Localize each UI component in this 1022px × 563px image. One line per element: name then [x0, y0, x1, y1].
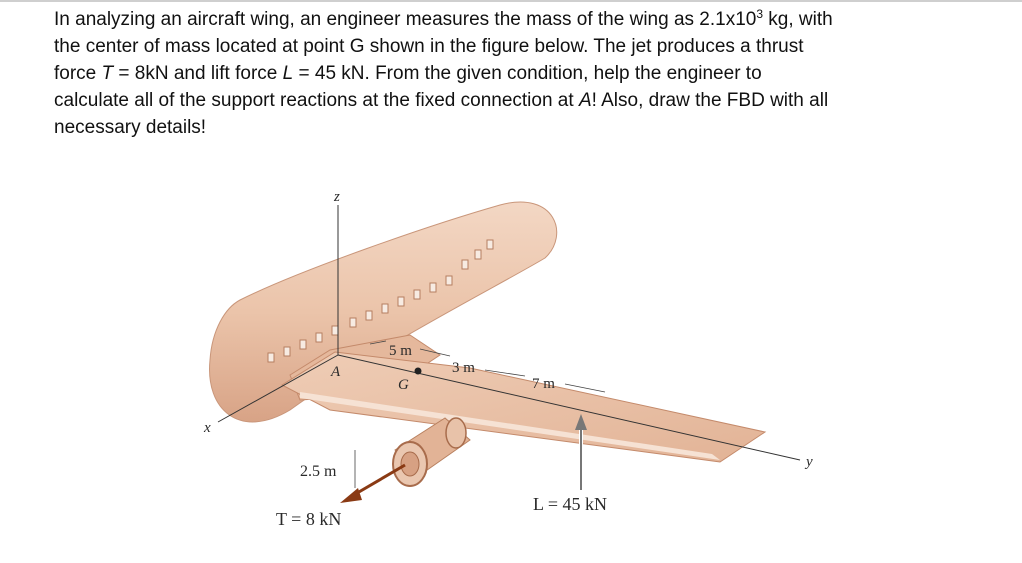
- problem-line-5: necessary details!: [54, 117, 207, 138]
- problem-statement: In analyzing an aircraft wing, an engine…: [54, 6, 984, 141]
- dimension-lines: [354, 340, 606, 488]
- problem-text-segment: In analyzing an aircraft wing, an engine…: [54, 9, 757, 30]
- lift-label: L = 45 kN: [533, 494, 607, 514]
- dimension-5m: 5 m: [389, 343, 412, 359]
- wing: [280, 351, 767, 463]
- problem-text-segment: calculate all of the support reactions a…: [54, 90, 579, 111]
- exponent: 3: [756, 7, 764, 21]
- dimension-7m: 7 m: [532, 376, 555, 392]
- axis-z-label: z: [333, 189, 340, 205]
- problem-text-segment: ! Also, draw the FBD with all: [591, 90, 829, 111]
- problem-line-3: force T = 8kN and lift force L = 45 kN. …: [54, 60, 984, 87]
- thrust-arrow: [340, 463, 406, 503]
- problem-line-1: In analyzing an aircraft wing, an engine…: [54, 6, 984, 33]
- problem-text-segment: = 8kN and lift force: [113, 63, 283, 84]
- point-G-label: G: [398, 377, 409, 393]
- jet-engine: [392, 417, 471, 487]
- problem-text-segment: = 45 kN. From the given condition, help …: [293, 63, 762, 84]
- problem-text-segment: kg, with: [763, 9, 833, 30]
- problem-line-2: the center of mass located at point G sh…: [54, 36, 804, 57]
- axis-y-label: y: [804, 454, 813, 470]
- problem-text-segment: force: [54, 63, 102, 84]
- variable-L: L: [282, 63, 294, 84]
- lift-arrow: [575, 414, 587, 490]
- top-rule: [0, 0, 1022, 2]
- variable-A: A: [578, 90, 592, 111]
- fuselage-windows: [267, 239, 494, 363]
- thrust-label: T = 8 kN: [276, 509, 341, 529]
- axis-x-label: x: [203, 420, 211, 436]
- dimension-3m: 3 m: [452, 360, 475, 376]
- center-of-mass-dot: [414, 367, 422, 375]
- variable-T: T: [101, 63, 114, 84]
- dimension-2-5m: 2.5 m: [300, 463, 337, 480]
- point-A-label: A: [330, 364, 341, 380]
- wing-leading-edge: [300, 392, 720, 460]
- problem-line-4: calculate all of the support reactions a…: [54, 87, 984, 114]
- x-axis: [217, 354, 339, 423]
